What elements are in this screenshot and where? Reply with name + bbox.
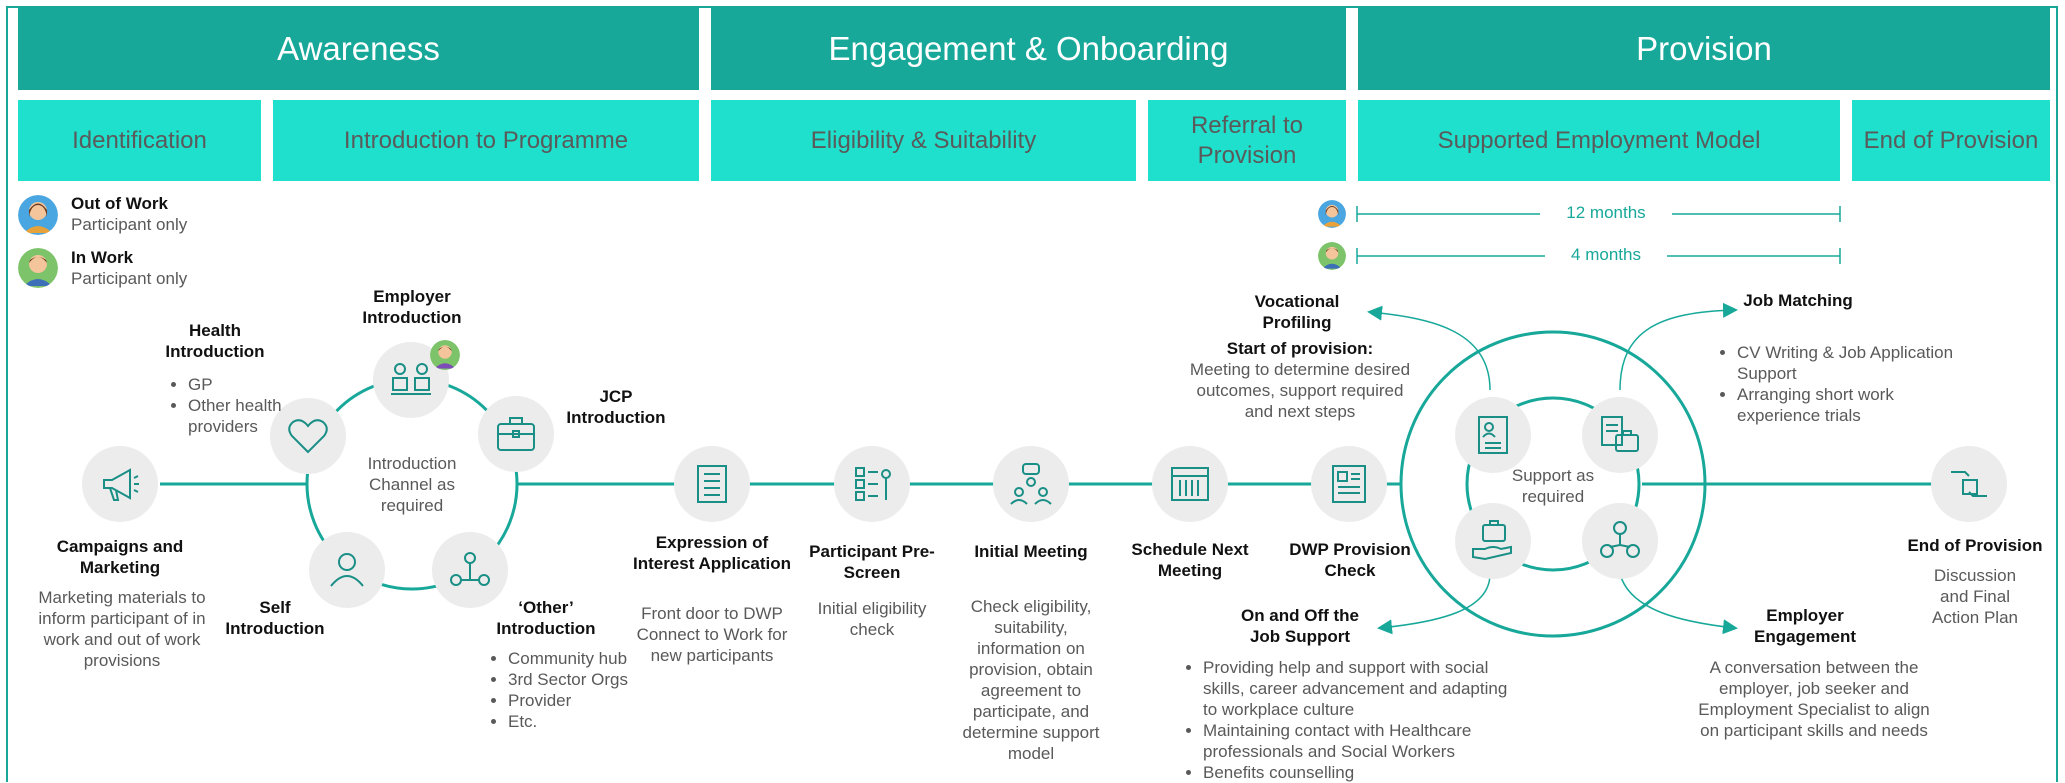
phase-engagement-onboarding: Engagement & Onboarding: [711, 8, 1346, 90]
health-node: [270, 398, 346, 474]
campaigns-title: Campaigns and Marketing: [56, 537, 184, 577]
health-item: Other health providers: [188, 395, 313, 437]
stage-referral: Referral to Provision: [1148, 100, 1346, 181]
discussion-icon: [1010, 463, 1052, 505]
legend-in-work-title: In Work: [71, 248, 134, 267]
stage-eligibility: Eligibility & Suitability: [711, 100, 1136, 181]
pre-screen-node: [834, 446, 910, 522]
support-center-text: Support as required: [1511, 466, 1595, 506]
other-title: ‘Other’ Introduction: [496, 598, 596, 638]
heart-icon: [288, 419, 328, 454]
out-of-work-avatar: [18, 195, 58, 235]
other-item: Etc.: [508, 711, 638, 732]
stage-supported-employment: Supported Employment Model: [1358, 100, 1840, 181]
phase-provision: Provision: [1358, 8, 2050, 90]
calendar-icon: [1171, 467, 1209, 501]
employer-engagement-desc: A conversation between the employer, job…: [1698, 658, 1930, 740]
on-off-item: Benefits counselling: [1203, 762, 1513, 783]
people-network-icon: [1600, 521, 1640, 558]
campaigns-node: [82, 446, 158, 522]
network-icon: [450, 552, 490, 586]
on-off-list: Providing help and support with social s…: [1173, 657, 1513, 783]
introduction-channel-text: Introduction Channel as required: [367, 454, 457, 515]
legend-out-of-work-title: Out of Work: [71, 194, 168, 213]
jcp-title: JCP Introduction: [566, 387, 666, 427]
cv-briefcase-icon: [1601, 416, 1639, 452]
diagram-frame: [6, 6, 2058, 782]
duration-in-work-avatar: [1318, 242, 1346, 270]
duration-4-months: 4 months: [1571, 245, 1641, 264]
on-off-item: Providing help and support with social s…: [1203, 657, 1513, 720]
campaigns-desc: Marketing materials to inform participan…: [38, 588, 206, 670]
dwp-check-title: DWP Provision Check: [1289, 540, 1411, 580]
vocational-title: Vocational Profiling: [1254, 292, 1340, 332]
stage-identification: Identification: [18, 100, 261, 181]
job-matching-list: CV Writing & Job Application Support Arr…: [1707, 342, 1967, 426]
document-icon: [1332, 465, 1366, 503]
meeting-icon: [391, 363, 431, 395]
vocational-sub-title: Start of provision:: [1226, 339, 1374, 358]
legend-out-of-work-sub: Participant only: [71, 215, 188, 234]
job-matching-title: Job Matching: [1743, 291, 1853, 310]
form-icon: [697, 465, 727, 503]
in-work-avatar: [18, 248, 58, 288]
megaphone-icon: [103, 468, 139, 501]
health-title: Health Introduction: [165, 321, 265, 361]
vocational-desc: Meeting to determine desired outcomes, s…: [1189, 360, 1411, 421]
pre-screen-desc: Initial eligibility check: [817, 599, 927, 639]
other-item: Community hub: [508, 648, 638, 669]
duration-out-of-work-avatar: [1318, 200, 1346, 228]
employer-title: Employer Introduction: [362, 287, 462, 327]
briefcase-icon: [497, 417, 535, 451]
health-list: GP Other health providers: [158, 374, 313, 437]
schedule-meeting-node: [1152, 446, 1228, 522]
legend-in-work-sub: Participant only: [71, 269, 188, 288]
self-node: [309, 532, 385, 608]
other-item: 3rd Sector Orgs: [508, 669, 638, 690]
end-of-provision-title: End of Provision: [1907, 536, 2043, 555]
health-item: GP: [188, 374, 313, 395]
expression-of-interest-node: [674, 446, 750, 522]
hand-briefcase-icon: [1472, 520, 1512, 561]
employer-engagement-node: [1582, 503, 1658, 579]
employer-engagement-title: Employer Engagement: [1753, 606, 1857, 646]
job-matching-item: Arranging short work experience trials: [1737, 384, 1967, 426]
expression-of-interest-desc: Front door to DWP Connect to Work for ne…: [636, 604, 788, 665]
expression-of-interest-title: Expression of Interest Application: [632, 533, 792, 573]
initial-meeting-desc: Check eligibility, suitability, informat…: [962, 597, 1100, 763]
end-of-provision-node: [1931, 446, 2007, 522]
duration-12-months: 12 months: [1566, 203, 1646, 222]
schedule-meeting-title: Schedule Next Meeting: [1131, 540, 1249, 580]
on-off-job-node: [1455, 503, 1531, 579]
vocational-node: [1455, 397, 1531, 473]
pre-screen-title: Participant Pre-Screen: [809, 542, 935, 582]
dwp-check-node: [1311, 446, 1387, 522]
other-list: Community hub 3rd Sector Orgs Provider E…: [478, 648, 638, 732]
other-item: Provider: [508, 690, 638, 711]
stage-introduction: Introduction to Programme: [273, 100, 699, 181]
job-matching-node: [1582, 397, 1658, 473]
checklist-icon: [855, 467, 891, 501]
end-of-provision-desc: Discussion and Final Action Plan: [1932, 566, 2018, 627]
person-icon: [330, 553, 364, 587]
other-node: [432, 532, 508, 608]
stage-end-of-provision: End of Provision: [1852, 100, 2050, 181]
phase-awareness: Awareness: [18, 8, 699, 90]
handoff-icon: [1951, 471, 1987, 497]
employer-in-work-avatar: [430, 340, 460, 370]
self-title: Self Introduction: [225, 598, 325, 638]
profile-icon: [1478, 416, 1508, 454]
on-off-title: On and Off the Job Support: [1240, 606, 1360, 646]
on-off-item: Maintaining contact with Healthcare prof…: [1203, 720, 1513, 762]
job-matching-item: CV Writing & Job Application Support: [1737, 342, 1967, 384]
initial-meeting-node: [993, 446, 1069, 522]
jcp-node: [478, 396, 554, 472]
initial-meeting-title: Initial Meeting: [974, 542, 1088, 561]
